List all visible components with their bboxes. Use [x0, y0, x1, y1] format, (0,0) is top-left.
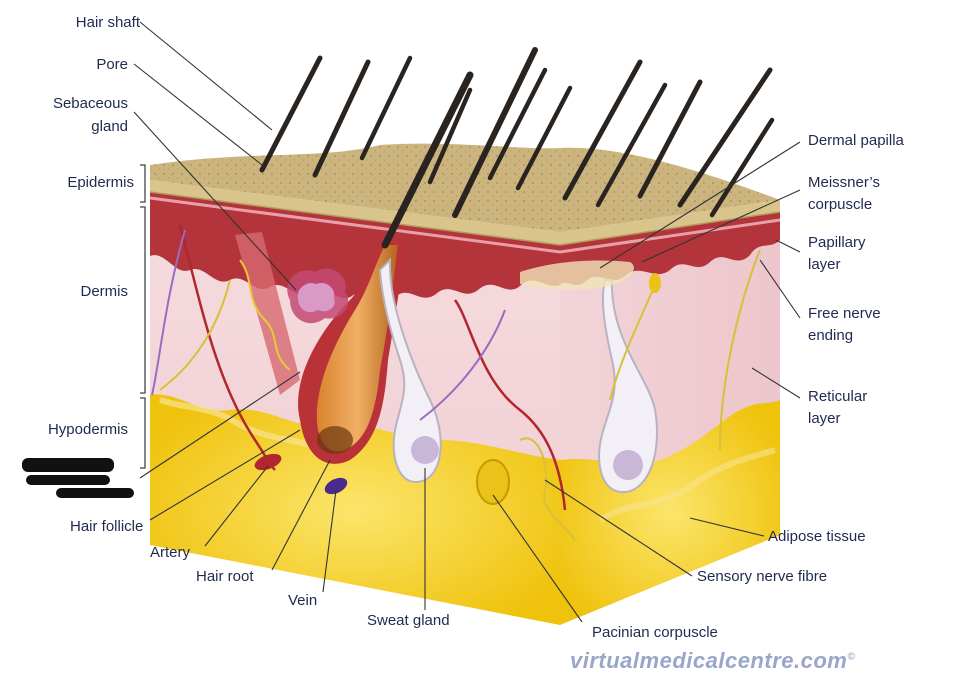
- label-hair-shaft: Hair shaft: [75, 14, 140, 31]
- leader-lines: [133, 21, 801, 623]
- label-free-nerve-line1: Free nerve: [808, 305, 881, 322]
- sweat-glands: [378, 257, 658, 494]
- blood-vessels: [151, 224, 567, 511]
- nerves: [159, 249, 761, 541]
- label-papillary-line1: Papillary: [808, 234, 866, 251]
- layer-brackets: [140, 164, 146, 469]
- label-reticular-line1: Reticular: [808, 388, 868, 405]
- label-sebaceous-line1: Sebaceous: [52, 95, 128, 112]
- label-papillary-line2: layer: [808, 256, 841, 273]
- label-vein: Vein: [288, 592, 318, 609]
- arrector-pili-muscle: [235, 232, 300, 395]
- sebaceous-gland: [287, 268, 349, 324]
- label-hypodermis: Hypodermis: [47, 421, 128, 438]
- label-reticular-line2: layer: [808, 410, 841, 427]
- label-meissners-line2: corpuscle: [808, 196, 873, 213]
- label-sensory-nerve-fibre: Sensory nerve fibre: [697, 568, 828, 585]
- label-adipose-tissue: Adipose tissue: [768, 528, 866, 545]
- label-free-nerve-line2: ending: [808, 327, 854, 344]
- label-pacinian-corpuscle: Pacinian corpuscle: [592, 624, 718, 641]
- label-sweat-gland: Sweat gland: [367, 612, 450, 629]
- watermark-logo: virtualmedicalcentre.com©: [570, 648, 855, 674]
- label-pore: Pore: [96, 56, 128, 73]
- label-dermal-papilla: Dermal papilla: [808, 132, 904, 149]
- label-hair-root: Hair root: [196, 568, 254, 585]
- dermal-papilla: [520, 260, 634, 290]
- label-dermis: Dermis: [80, 283, 129, 300]
- label-artery: Artery: [150, 544, 191, 561]
- redaction-mark: [22, 458, 134, 498]
- watermark-text: virtualmedicalcentre.com: [570, 648, 848, 673]
- adipose-tissue: [150, 394, 780, 625]
- label-epidermis: Epidermis: [67, 174, 134, 191]
- label-sebaceous-line2: gland: [91, 118, 128, 135]
- label-meissners-line1: Meissner’s: [808, 174, 880, 191]
- hair-follicle-structure: [298, 71, 474, 464]
- copyright-mark: ©: [847, 651, 856, 663]
- hair-shafts: [259, 47, 775, 218]
- label-hair-follicle: Hair follicle: [70, 518, 144, 535]
